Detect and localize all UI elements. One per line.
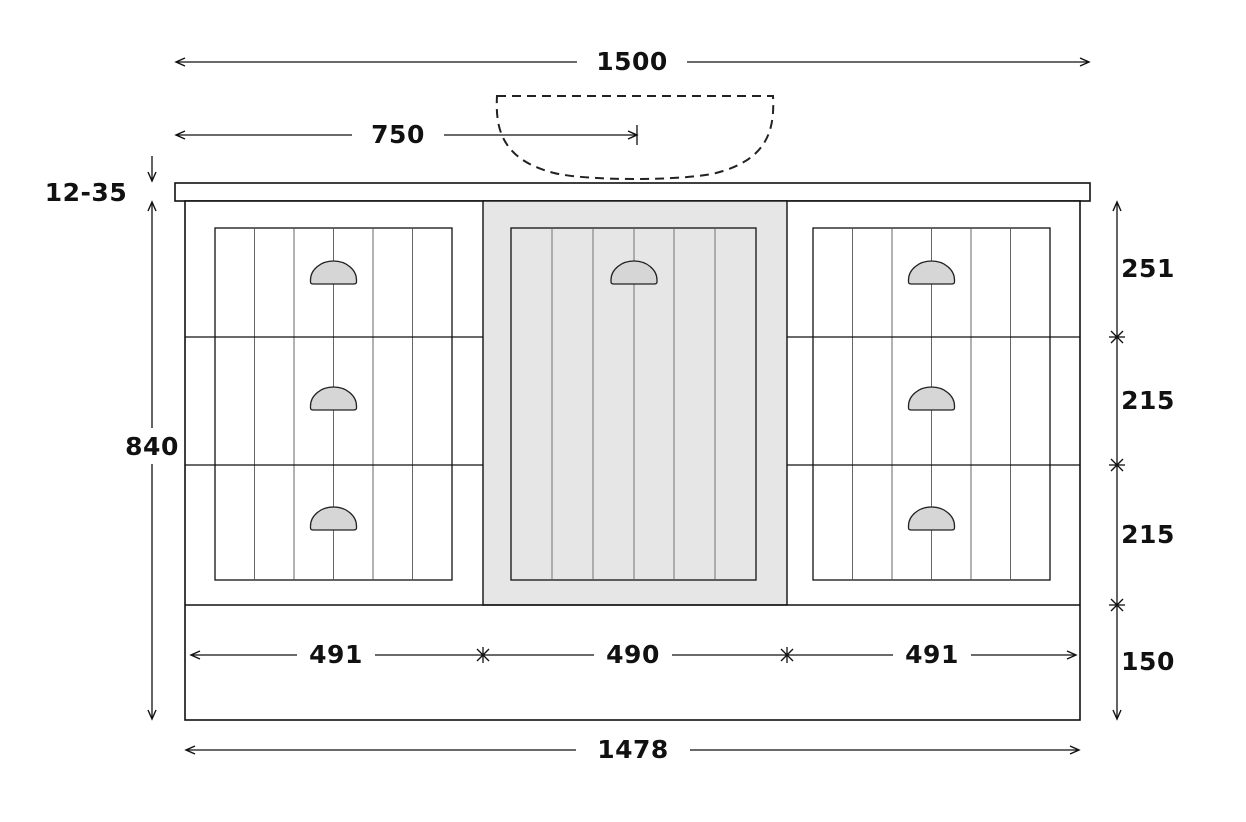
center-door xyxy=(510,227,757,581)
right-drawer-dividers xyxy=(787,336,1080,466)
left-drawer-dividers xyxy=(185,336,483,466)
dim-cabinet-height-label: 840 xyxy=(125,432,179,461)
dim-height-chain: 251 215 215 150 xyxy=(1108,200,1175,721)
basin-outline xyxy=(495,95,775,180)
countertop xyxy=(174,182,1091,202)
label-mask xyxy=(594,640,672,670)
dim-overall-width-label: 1500 xyxy=(596,47,668,76)
label-mask xyxy=(893,640,971,670)
dim-countertop-thickness: 12-35 xyxy=(45,156,157,207)
label-mask xyxy=(124,428,182,464)
dim-plinth-label: 150 xyxy=(1121,647,1175,676)
dim-center-bay-label: 490 xyxy=(606,640,660,669)
dim-sink-center: 750 xyxy=(174,120,639,150)
dim-bay-chain: 491 490 491 xyxy=(189,640,1078,670)
label-mask xyxy=(352,120,444,150)
dim-lower-drawer-label: 215 xyxy=(1121,520,1175,549)
dim-right-bay-label: 491 xyxy=(905,640,959,669)
left-drawer-bank xyxy=(185,227,483,581)
dim-cabinet-height: 840 xyxy=(124,200,182,721)
dim-carcass-width: 1478 xyxy=(184,735,1081,765)
dim-carcass-width-label: 1478 xyxy=(597,735,669,764)
center-beadboard-lines xyxy=(551,228,716,580)
right-drawer-bank xyxy=(787,227,1080,581)
dim-top-drawer-label: 251 xyxy=(1121,254,1175,283)
label-mask xyxy=(297,640,375,670)
dim-sink-center-label: 750 xyxy=(371,120,425,149)
dim-left-bay-label: 491 xyxy=(309,640,363,669)
label-mask xyxy=(577,47,687,77)
dim-overall-width: 1500 xyxy=(174,47,1091,77)
dim-countertop-thickness-label: 12-35 xyxy=(45,178,127,207)
label-mask xyxy=(576,735,690,765)
dim-middle-drawer-label: 215 xyxy=(1121,386,1175,415)
cabinet xyxy=(174,95,1091,721)
